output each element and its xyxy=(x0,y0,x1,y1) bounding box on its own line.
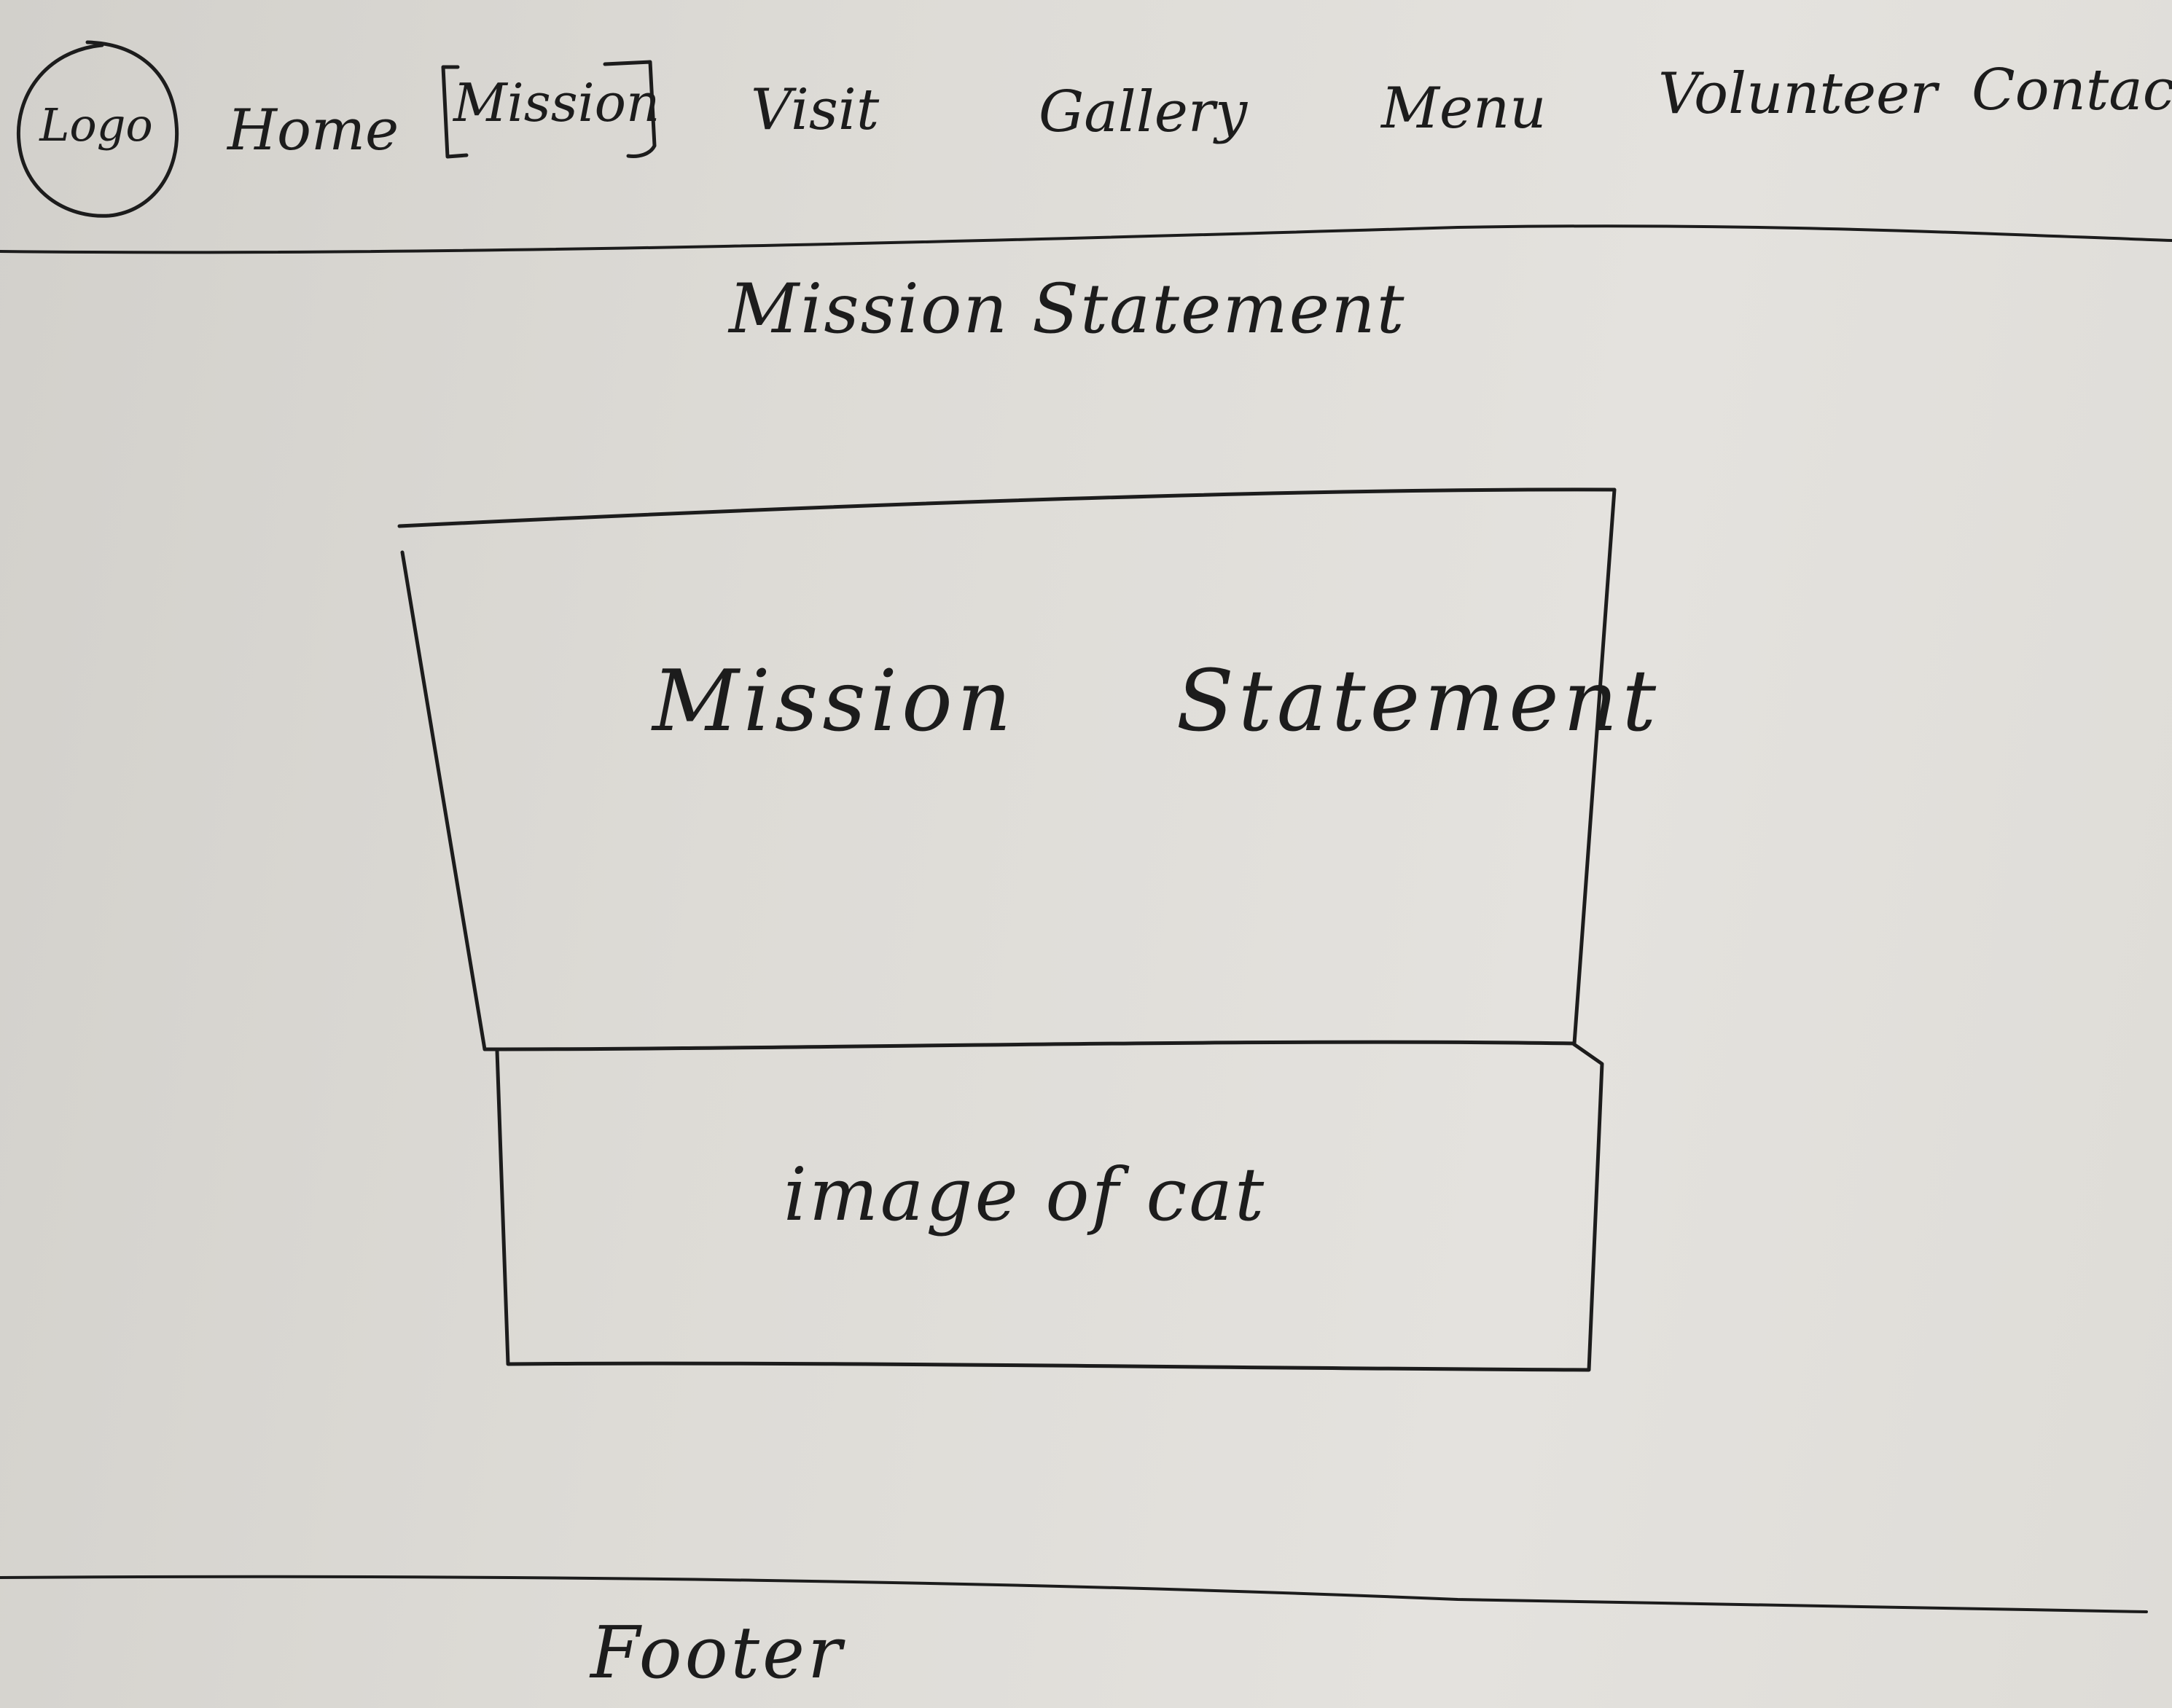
nav-contact-link[interactable]: Contact xyxy=(1972,58,2172,123)
statement-word-1: Mission xyxy=(652,652,1016,751)
nav-menu-link[interactable]: Menu xyxy=(1381,76,1547,141)
nav-gallery-link[interactable]: Gallery xyxy=(1039,79,1248,145)
cat-image-label: image of cat xyxy=(784,1152,1267,1237)
nav-visit-link[interactable]: Visit xyxy=(751,77,880,143)
nav-mission-link-active[interactable]: Mission xyxy=(453,72,660,133)
footer-label: Footer xyxy=(590,1612,845,1695)
page-title: Mission Statement xyxy=(729,270,1406,349)
logo[interactable]: Logo xyxy=(16,38,176,213)
logo-label: Logo xyxy=(39,98,153,152)
nav-home-link[interactable]: Home xyxy=(227,98,399,163)
statement-word-2: Statement xyxy=(1176,652,1661,751)
nav-volunteer-link[interactable]: Volunteer xyxy=(1658,61,1937,127)
